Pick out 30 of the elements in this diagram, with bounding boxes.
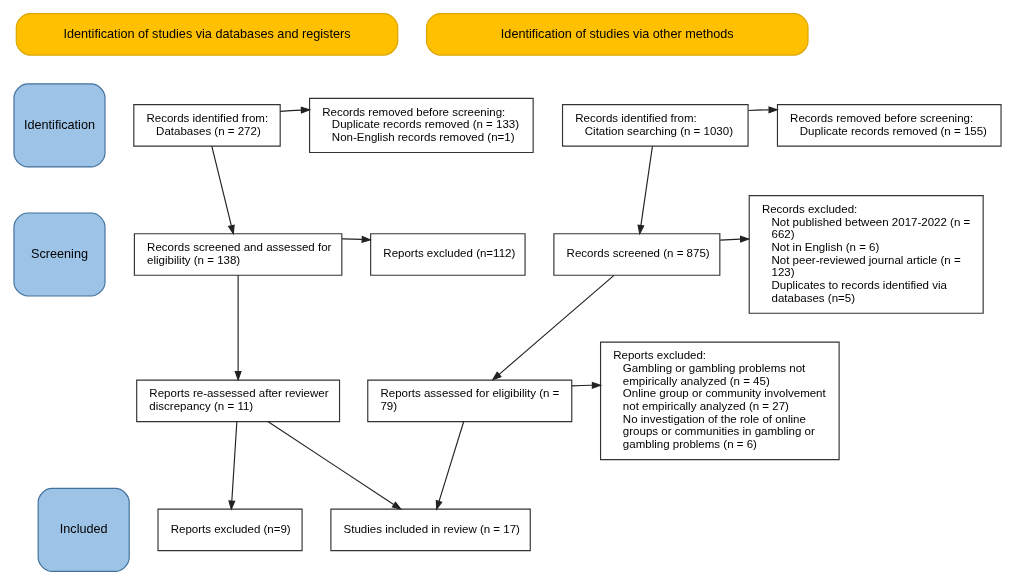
arrow [570, 381, 602, 389]
node-box: Reports re-assessed after reviewer discrepancy (n = 11) [135, 379, 340, 422]
node-box: Included [37, 487, 130, 572]
node-box: Reports excluded: Gambling or gambling problems not empirically analyzed (n = 45) Online group or community involvement not empirically analyzed (n = 27) No investigation of the role of online groups or communities in gambling or gambling problems (n = 6) [599, 340, 840, 460]
arrow [636, 145, 653, 235]
node-box: Identification [12, 82, 106, 167]
node-box: Records removed before screening: Duplicate records removed (n = 155) [776, 103, 1002, 147]
arrow [341, 235, 372, 243]
arrow [435, 420, 464, 511]
node-box: Records screened (n = 875) [552, 232, 720, 276]
arrow [233, 274, 242, 381]
node-box: Reports excluded (n=112) [369, 232, 526, 276]
node-box: Records identified from: Databases (n = 272) [132, 103, 281, 147]
arrow [747, 105, 779, 113]
node-box: Records screened and assessed for eligibility (n = 138) [133, 232, 342, 276]
node-box: Records identified from: Citation searching (n = 1030) [561, 103, 749, 147]
arrow [491, 274, 615, 381]
node-box: Records excluded: Not published between 2017-2022 (n = 662) Not in English (n = 6) Not peer-reviewed journal article (n = 123) Duplicates to records identified via databases (n=5) [748, 194, 984, 314]
node-box: Reports excluded (n=9) [156, 508, 303, 551]
node-box: Reports assessed for eligibility (n = 79) [366, 379, 572, 422]
arrow [719, 234, 750, 243]
arrow [267, 420, 402, 510]
arrow [210, 145, 235, 235]
arrow [279, 105, 311, 114]
arrow [227, 420, 237, 511]
node-box: Records removed before screening: Duplicate records removed (n = 133) Non-English records removed (n=1) [308, 97, 534, 153]
node-box: Identification of studies via other methods [425, 12, 809, 56]
node-box: Screening [12, 211, 106, 297]
node-box: Studies included in review (n = 17) [329, 508, 531, 551]
node-box: Identification of studies via databases and registers [15, 12, 398, 56]
